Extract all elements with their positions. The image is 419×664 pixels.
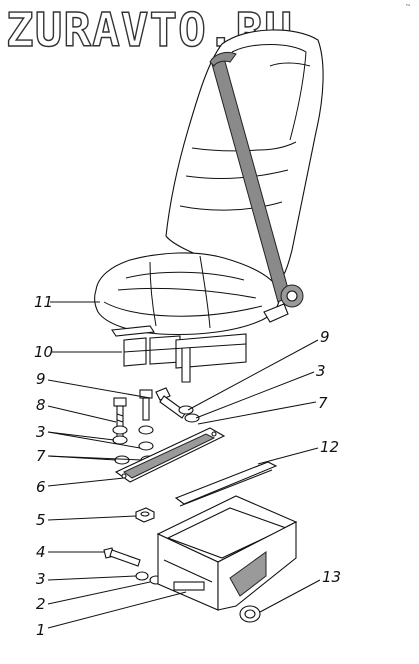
bolt-9-left bbox=[139, 389, 153, 421]
seat-frame-base bbox=[156, 495, 298, 611]
washer-3-bottom bbox=[135, 571, 149, 581]
nut-5 bbox=[135, 507, 155, 523]
callout-3-right: 3 bbox=[316, 362, 326, 380]
callout-3-left: 3 bbox=[36, 423, 46, 441]
callout-7-left: 7 bbox=[36, 447, 46, 465]
callout-7-right: 7 bbox=[318, 394, 328, 412]
mounting-plate bbox=[114, 427, 226, 483]
belt-retractor bbox=[263, 284, 304, 323]
watermark-text: ZURAVTO.RU bbox=[6, 3, 293, 57]
callout-2: 2 bbox=[36, 595, 46, 613]
callout-6: 6 bbox=[36, 478, 46, 496]
callout-4: 4 bbox=[36, 543, 46, 561]
callout-9-left: 9 bbox=[36, 370, 46, 388]
callout-8: 8 bbox=[36, 396, 46, 414]
bolt-9-right bbox=[155, 387, 187, 419]
seat-cushion bbox=[94, 252, 280, 336]
grommet-13 bbox=[239, 605, 261, 623]
bolt-8 bbox=[113, 397, 127, 443]
callout-9-right: 9 bbox=[320, 328, 330, 346]
callout-13: 13 bbox=[322, 568, 341, 586]
seat-slide-rail bbox=[111, 325, 247, 383]
callout-labels: 11 10 9 9 3 8 7 3 7 12 6 5 4 3 13 2 1 bbox=[34, 293, 341, 639]
callout-5: 5 bbox=[36, 511, 46, 529]
callout-10: 10 bbox=[34, 343, 53, 361]
callout-12: 12 bbox=[320, 438, 339, 456]
callout-1: 1 bbox=[36, 621, 46, 639]
callout-11: 11 bbox=[34, 293, 53, 311]
corner-mark: ʳᵘ bbox=[406, 3, 411, 10]
rail-12 bbox=[174, 461, 278, 507]
bolt-4 bbox=[103, 547, 141, 567]
leader-lines bbox=[47, 301, 321, 629]
callout-3-bottom: 3 bbox=[36, 570, 46, 588]
